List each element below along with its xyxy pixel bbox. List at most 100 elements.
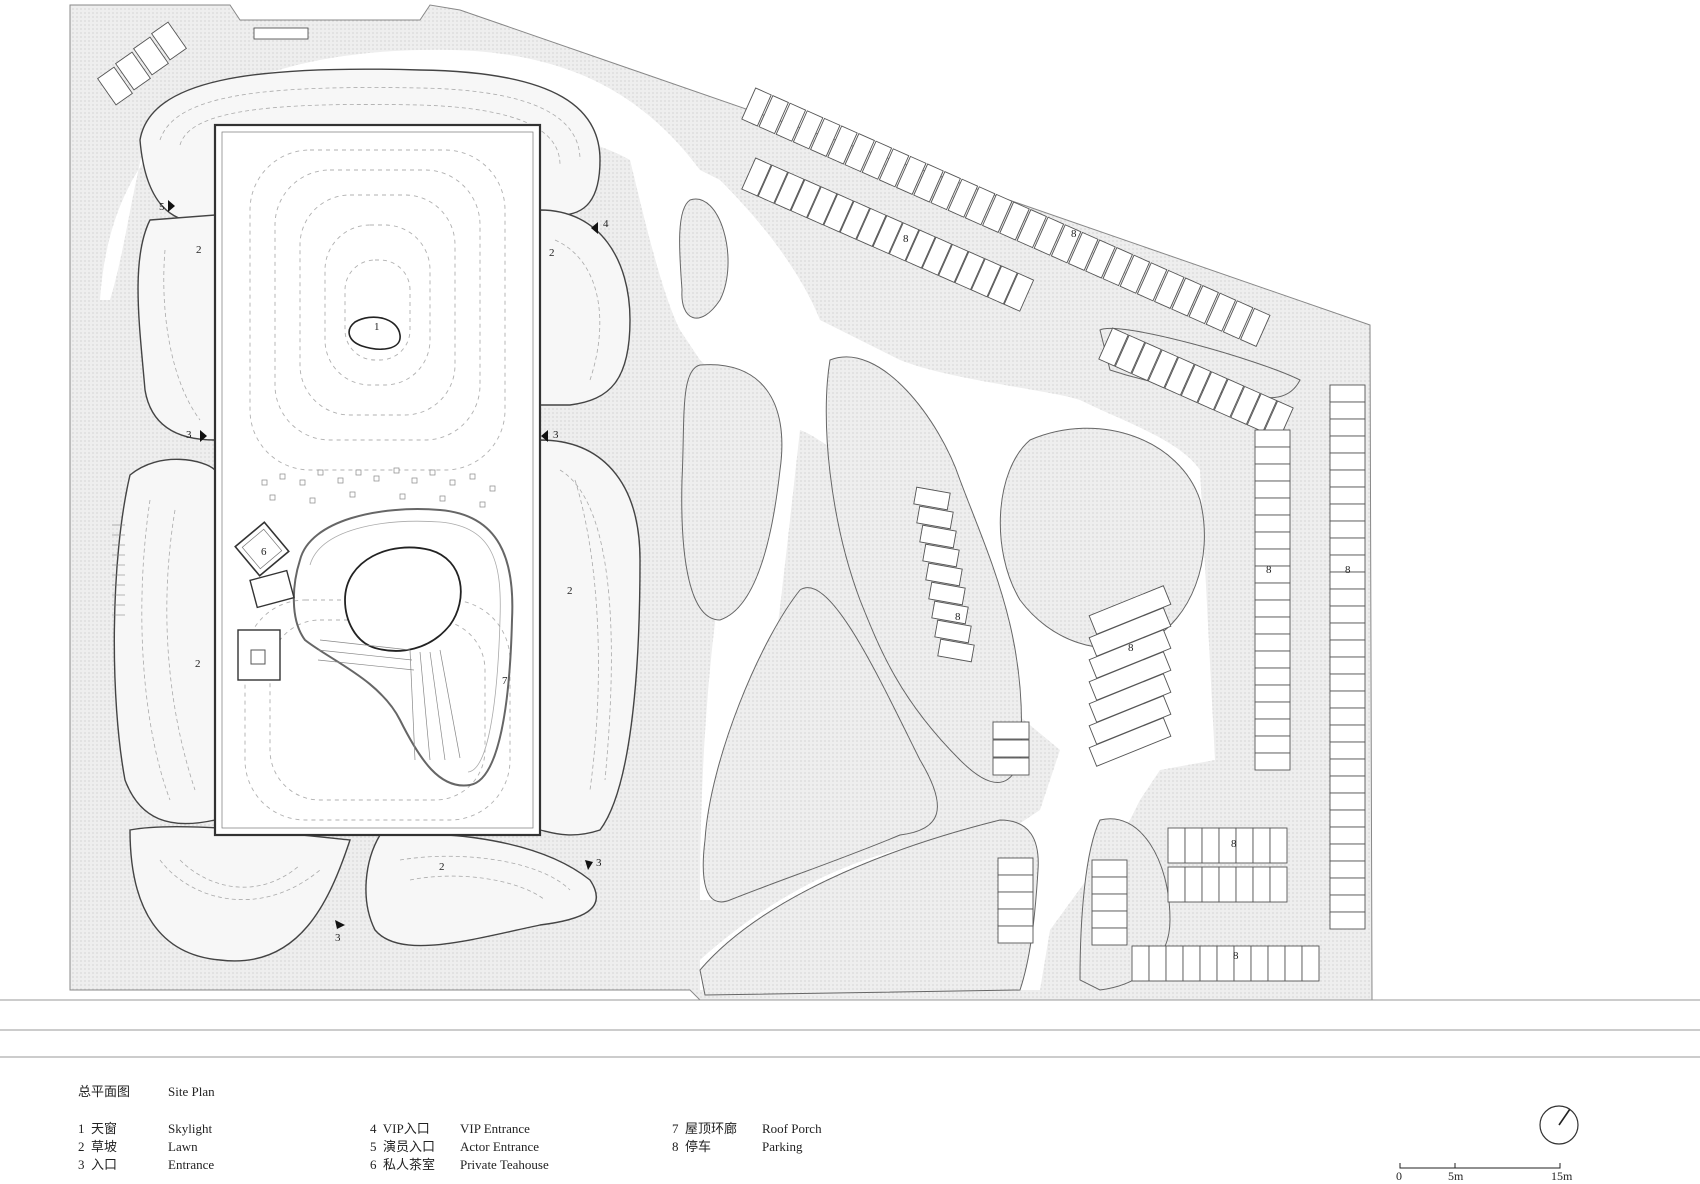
parking-stall — [1329, 894, 1366, 913]
parking-stall — [1254, 463, 1291, 482]
parking-stall — [741, 87, 772, 127]
parking-stalls — [741, 87, 1366, 982]
parking-stall — [1154, 269, 1185, 309]
parking-stall — [934, 619, 972, 644]
parking-stall — [774, 171, 805, 211]
parking-stall — [1329, 520, 1366, 539]
label-parking-1: 8 — [903, 233, 909, 245]
parking-stall — [1197, 371, 1228, 411]
parking-stall — [1148, 945, 1167, 982]
parking-stall — [1252, 866, 1271, 903]
parking-stall — [997, 874, 1034, 893]
parking-stall — [1213, 378, 1245, 418]
parking-stall — [1267, 945, 1286, 982]
parking-stall — [1329, 724, 1366, 743]
parking-stall — [1218, 866, 1237, 903]
island-e — [702, 587, 938, 903]
legend-title-en: Site Plan — [168, 1084, 215, 1099]
parking-stall — [1254, 667, 1291, 686]
nw-car-strip — [97, 21, 309, 106]
parking-stall — [992, 721, 1030, 740]
parking-stall — [992, 739, 1030, 758]
road-area — [100, 49, 1215, 990]
parking-stall — [896, 155, 927, 195]
label-entrance-4: 3 — [335, 932, 341, 944]
parking-stall — [1329, 469, 1366, 488]
parking-stall — [1329, 537, 1366, 556]
parking-stall — [806, 186, 838, 226]
lawn-blob-west — [137, 214, 216, 441]
parking-stall — [872, 215, 903, 255]
parking-stall — [992, 757, 1030, 776]
parking-stall — [1254, 429, 1291, 448]
parking-stall — [1254, 480, 1291, 499]
scale-tick-5m: 5m — [1448, 1169, 1464, 1183]
teahouse-annex — [249, 569, 295, 609]
parking-stall — [1188, 285, 1219, 325]
parking-stall — [997, 908, 1034, 927]
parking-stall — [1329, 911, 1366, 930]
parking-stall — [810, 117, 841, 157]
parking-stall — [1180, 363, 1212, 404]
parking-stall — [1329, 384, 1366, 403]
parking-stall — [1254, 650, 1291, 669]
label-lawn-4: 2 — [567, 585, 573, 597]
parking-stall — [1329, 741, 1366, 760]
parking-stall — [1119, 254, 1151, 294]
parking-stall — [1199, 945, 1218, 982]
parking-stall — [1050, 224, 1082, 264]
parking-stall — [1329, 605, 1366, 624]
parking-stall — [1254, 616, 1291, 635]
parking-stall — [1254, 565, 1291, 584]
label-vip-entrance: 4 — [603, 218, 609, 230]
parking-stall — [1329, 707, 1366, 726]
label-lawn-5: 2 — [439, 861, 445, 873]
parking-stall — [839, 200, 871, 240]
parking-stall — [1284, 945, 1303, 982]
label-parking-6: 8 — [1128, 642, 1134, 654]
teahouse-pavilion — [234, 521, 290, 577]
parking-stall — [823, 193, 854, 233]
parking-stall — [1329, 673, 1366, 692]
parking-stall — [1329, 690, 1366, 709]
parking-stall — [1269, 866, 1288, 903]
legend-title: 总平面图 Site Plan — [78, 1083, 215, 1101]
north-arrow-icon — [1539, 1105, 1579, 1145]
parking-stall — [1329, 758, 1366, 777]
parking-stall — [1254, 701, 1291, 720]
label-lawn-1: 2 — [196, 244, 202, 256]
west-stair — [112, 524, 125, 616]
parking-stall — [1254, 514, 1291, 533]
parking-stall — [856, 207, 887, 247]
parking-stall — [1165, 945, 1184, 982]
label-parking-7: 8 — [1231, 838, 1237, 850]
parking-stall — [1114, 334, 1146, 374]
scale-tick-0: 0 — [1396, 1169, 1402, 1183]
label-entrance-1: 3 — [186, 429, 192, 441]
parking-stall — [1329, 826, 1366, 845]
legend-title-cn: 总平面图 — [78, 1084, 131, 1099]
parking-stall — [1201, 827, 1220, 864]
parking-stall — [1254, 718, 1291, 737]
parking-stall — [1167, 827, 1186, 864]
parking-stall — [1329, 877, 1366, 896]
parking-stall — [1216, 945, 1235, 982]
parking-stall — [1254, 446, 1291, 465]
parking-stall — [792, 110, 824, 150]
parking-stall — [741, 157, 772, 197]
parking-stall — [1088, 717, 1172, 767]
parking-stall — [844, 133, 875, 173]
parking-stall — [1091, 876, 1128, 895]
parking-stall — [954, 251, 985, 291]
parking-stall — [922, 543, 960, 568]
parking-stall — [1091, 927, 1128, 946]
parking-stall — [905, 229, 936, 269]
parking-stall — [987, 265, 1018, 305]
